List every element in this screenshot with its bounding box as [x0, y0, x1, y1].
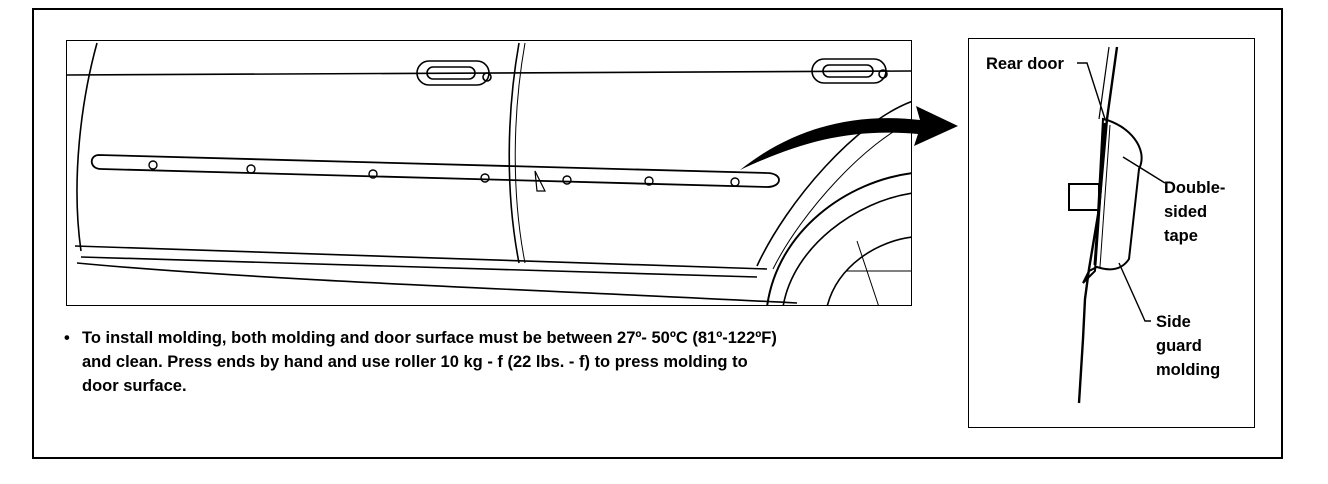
- bullet-icon: •: [64, 329, 70, 347]
- door-side-view-panel: [66, 40, 912, 306]
- molding-label-line-3: molding: [1156, 361, 1221, 379]
- rear-door-label: Rear door: [986, 55, 1064, 73]
- tape-label-line-1: Double-: [1164, 179, 1226, 197]
- installation-instruction: • To install molding, both molding and d…: [64, 326, 924, 398]
- molding-cross-section-illustration: [1068, 46, 1166, 404]
- side-guard-molding-label: Side guard molding: [1156, 310, 1220, 382]
- tape-label-line-3: tape: [1164, 227, 1198, 245]
- molding-cross-section-panel: [968, 38, 1255, 428]
- instruction-line-1: To install molding, both molding and doo…: [82, 329, 777, 347]
- instruction-line-3: door surface.: [82, 377, 187, 395]
- molding-label-line-2: guard: [1156, 337, 1202, 355]
- figure-frame: [32, 8, 1283, 459]
- callout-arrow: [740, 106, 958, 170]
- instruction-line-2: and clean. Press ends by hand and use ro…: [82, 353, 748, 371]
- tape-label-line-2: sided: [1164, 203, 1208, 221]
- double-sided-tape-label: Double- sided tape: [1164, 176, 1225, 248]
- molding-label-line-1: Side: [1156, 313, 1191, 331]
- door-side-view-illustration: [67, 42, 911, 305]
